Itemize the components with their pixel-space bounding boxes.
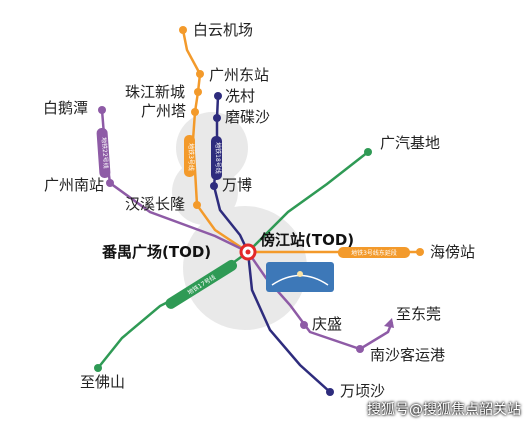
label-panyu-square: 番禺广场(TOD): [102, 243, 212, 261]
line18-tag: 地铁18号线: [214, 142, 222, 174]
label-zhujiang-newtown: 珠江新城: [125, 83, 186, 101]
dongguan-arrow-icon: [384, 318, 394, 328]
station-dot-foshan: [94, 364, 102, 372]
label-guangqi-base: 广汽基地: [380, 134, 441, 152]
line3-ext-tag: 地铁3号线东延段: [351, 249, 397, 257]
station-dot-baiyun: [179, 26, 187, 34]
station-dot-gz-south: [106, 179, 114, 187]
station-dot-baietan: [98, 106, 106, 114]
station-dot-mochongsha: [213, 114, 221, 122]
station-dot-wanqingsha: [326, 388, 334, 396]
station-dot-haibang: [416, 248, 424, 256]
label-hanxi-changlong: 汉溪长隆: [125, 195, 186, 213]
label-xiancun: 冼村: [225, 87, 256, 105]
station-dot-zhujiang: [194, 88, 202, 96]
label-wanbo: 万博: [222, 176, 253, 194]
label-wanqingsha: 万顷沙: [340, 382, 386, 400]
project-logo-sun-icon: [297, 271, 303, 277]
label-guangzhou-south: 广州南站: [44, 176, 105, 194]
station-dot-qingsheng: [300, 321, 308, 329]
label-to-dongguan: 至东莞: [396, 305, 442, 323]
line3-tag: 地铁3号线: [187, 143, 195, 171]
line22-tag: 地铁22号线: [100, 137, 110, 169]
label-baietan: 白鹅潭: [43, 99, 89, 117]
label-baiyun-airport: 白云机场: [193, 21, 254, 39]
line17-tag-bg: [165, 259, 238, 309]
halo-pangjiang: [183, 206, 307, 330]
label-to-foshan: 至佛山: [80, 373, 126, 391]
station-dot-nansha: [356, 345, 364, 353]
station-dot-canton-tower: [191, 108, 199, 116]
label-mochongsha: 磨碟沙: [225, 108, 271, 126]
station-dot-wanbo: [210, 182, 218, 190]
label-haibang: 海傍站: [430, 243, 476, 261]
label-qingsheng: 庆盛: [312, 315, 343, 333]
station-dot-guangqi: [364, 148, 372, 156]
label-nansha-port: 南沙客运港: [370, 346, 446, 364]
line3-ext-tag-bg: [338, 247, 410, 258]
station-dot-xiancun: [214, 92, 222, 100]
label-canton-tower: 广州塔: [141, 102, 187, 120]
station-dot-gz-east: [196, 70, 204, 78]
label-pangjiang: 傍江站(TOD): [260, 231, 355, 249]
line3-route: [181, 29, 249, 254]
hub-marker-core: [245, 249, 251, 255]
watermark: 搜狐号@搜狐焦点韶关站: [367, 402, 521, 418]
station-dot-hanxi: [193, 201, 201, 209]
line22-tag-bg: [96, 127, 111, 178]
line18-tag-bg: [211, 136, 222, 180]
line3-tag-bg: [184, 135, 195, 177]
label-guangzhou-east: 广州东站: [209, 66, 270, 84]
